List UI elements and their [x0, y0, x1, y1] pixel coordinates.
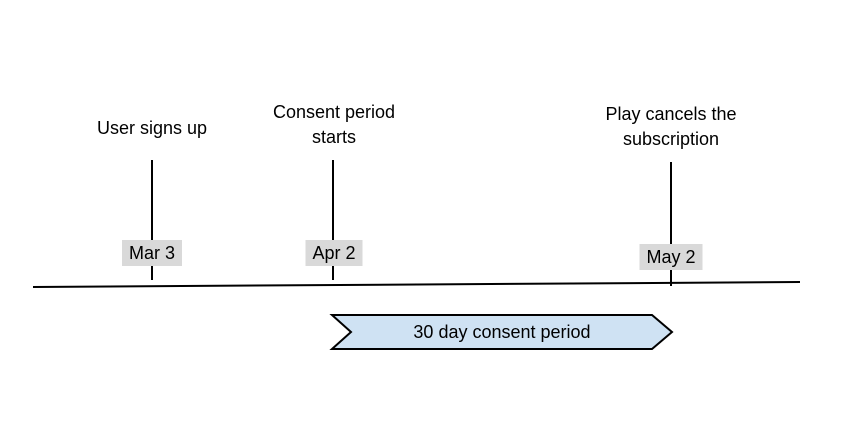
event-title-play-cancels-subscription: Play cancels the subscription [605, 104, 737, 149]
event-title-user-signs-up: User signs up [96, 118, 208, 138]
consent-period-banner-label: 30 day consent period [413, 321, 591, 342]
consent-period-banner-shape [329, 314, 674, 350]
event-title-consent-period-starts: Consent period starts [272, 102, 396, 147]
timeline-axis-line [32, 281, 801, 288]
date-badge-apr-2: Apr 2 [305, 240, 363, 266]
date-badge-may-2: May 2 [639, 244, 703, 270]
date-badge-mar-3: Mar 3 [121, 240, 183, 266]
